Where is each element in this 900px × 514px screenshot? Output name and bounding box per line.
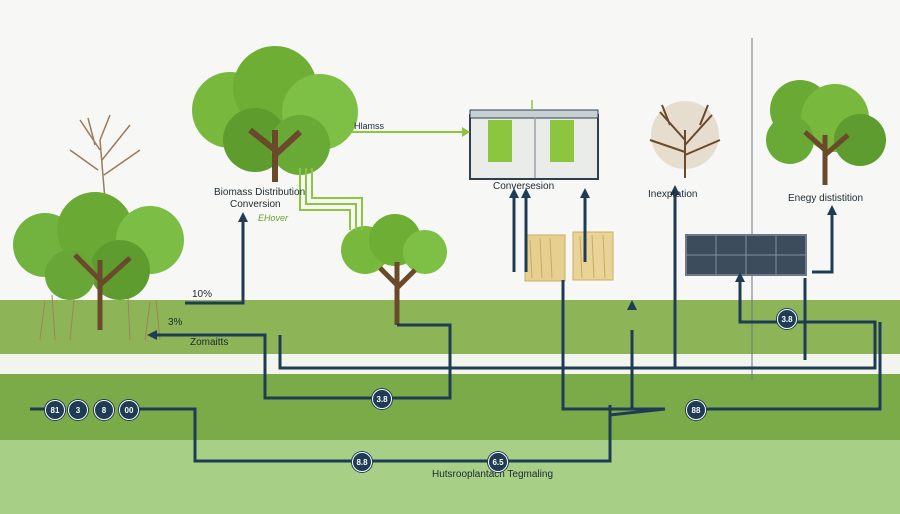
badge-7: 6.5 bbox=[488, 452, 508, 472]
label-zomaitts: Zomaitts bbox=[190, 337, 229, 348]
label-inexpration: Inexpration bbox=[648, 189, 698, 200]
tree-icon bbox=[341, 214, 447, 325]
tree-icon bbox=[13, 192, 184, 330]
label-bottom: Hutsrooplantacn Tegmaling bbox=[432, 469, 554, 480]
green-connectors bbox=[299, 131, 462, 230]
label-pct-10: 10% bbox=[192, 289, 213, 300]
badge-8: 88 bbox=[686, 400, 706, 420]
label-hlamss: Hlamss bbox=[354, 121, 385, 131]
arrowheads bbox=[147, 185, 837, 340]
badge-9: 3.8 bbox=[777, 309, 797, 329]
grass-icon bbox=[39, 294, 161, 341]
badge-3: 8 bbox=[94, 400, 114, 420]
bare-tree-icon bbox=[649, 101, 721, 178]
badge-6: 8.8 bbox=[352, 452, 372, 472]
wood-panel-icon bbox=[524, 231, 614, 282]
tree-icon bbox=[192, 46, 358, 182]
facility-icon bbox=[469, 100, 599, 180]
badge-5: 3.8 bbox=[372, 389, 392, 409]
badge-2: 3 bbox=[68, 400, 88, 420]
label-conversesion: Conversesion bbox=[493, 181, 555, 192]
tree-icon bbox=[766, 80, 886, 185]
ground-band-bottom bbox=[0, 440, 900, 514]
label-pct-3: 3% bbox=[168, 317, 183, 328]
badge-1: 81 bbox=[45, 400, 65, 420]
badge-4: 00 bbox=[119, 400, 139, 420]
label-biomass-distribution: Biomass Distribution bbox=[214, 187, 306, 198]
label-ehover: EHover bbox=[258, 213, 289, 223]
flow-lines bbox=[30, 195, 882, 463]
bare-tree-icon bbox=[69, 114, 141, 201]
solar-panel-icon bbox=[685, 234, 807, 276]
label-conversion: Conversion bbox=[230, 199, 281, 210]
label-energy-distribution: Enegy dististition bbox=[788, 193, 864, 204]
